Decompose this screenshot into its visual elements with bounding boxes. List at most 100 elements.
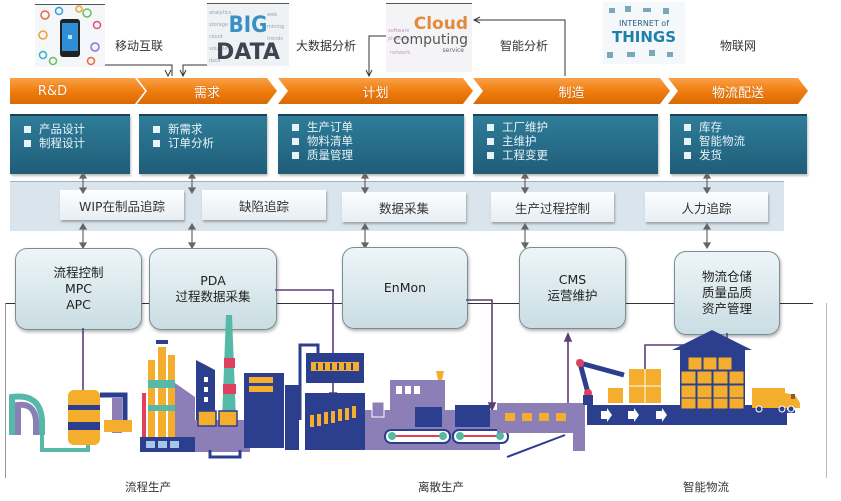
discrete-plant	[285, 343, 625, 458]
layer-connectors	[78, 171, 712, 250]
bullet-icon	[487, 137, 494, 145]
connector-mobile	[105, 64, 173, 76]
bullet-icon	[292, 151, 299, 159]
arrow-head-icon	[472, 16, 481, 24]
list-item: 库存	[684, 120, 807, 134]
svg-text:volume: volume	[209, 46, 228, 52]
frame-right-line	[826, 303, 827, 478]
detail-box-demand: 新需求 订单分析	[139, 114, 267, 174]
list-item: 订单分析	[153, 136, 267, 150]
tech-connectors	[105, 16, 566, 78]
process-plant	[9, 315, 284, 459]
svg-text:network: network	[390, 50, 410, 56]
svg-text:computing: computing	[393, 32, 468, 48]
double-arrow-icon	[360, 222, 370, 250]
big-data-image: analytics storage cloud volume data web mini…	[207, 3, 289, 66]
warehouse-roof	[672, 330, 752, 350]
arrow-head-icon	[563, 331, 573, 342]
chevron-shape	[473, 78, 670, 104]
arrow-head-icon	[164, 69, 172, 78]
svg-text:analytics: analytics	[209, 10, 232, 16]
internet-of-things-icon: INTERNET of THINGS	[607, 6, 676, 58]
connector-manufacturing-to-cloud	[474, 19, 566, 76]
bullet-icon	[153, 139, 160, 147]
mes-wip-tracking: WIP在制品追踪	[60, 190, 184, 220]
arrow-right-icon	[601, 408, 667, 422]
stage-manufacturing: 制造	[473, 78, 670, 104]
chevron-shape	[278, 78, 473, 104]
svg-text:web: web	[267, 12, 277, 18]
reactor-tank	[68, 390, 100, 445]
svg-text:BIG: BIG	[229, 13, 268, 38]
bullet-icon	[24, 125, 31, 133]
arrow-head-icon	[179, 69, 187, 78]
bullet-icon	[684, 151, 691, 159]
arrow-head-icon	[487, 402, 497, 413]
section-label-logistics: 智能物流	[683, 480, 729, 494]
tech-label-mobile: 移动互联	[115, 39, 164, 53]
svg-text:platform: platform	[388, 36, 409, 42]
bullet-icon	[684, 123, 691, 131]
factory-illustration	[9, 289, 800, 459]
bullet-icon	[153, 125, 160, 133]
list-item: 生产订单	[292, 120, 464, 134]
svg-text:cloud: cloud	[209, 34, 223, 40]
chevron-shape	[137, 78, 277, 104]
big-data-wordcloud-icon: analytics storage cloud volume data web mini…	[209, 10, 284, 65]
conveyor-platform	[587, 405, 787, 425]
control-box-pda: PDA 过程数据采集	[149, 248, 277, 330]
list-item: 制程设计	[24, 136, 130, 150]
svg-text:software: software	[388, 28, 409, 34]
svg-text:data: data	[209, 58, 220, 64]
mobile-phone-apps-icon	[38, 5, 102, 66]
chevron-shape	[10, 78, 145, 104]
bullet-icon	[487, 151, 494, 159]
mes-process-control: 生产过程控制	[491, 192, 614, 222]
bullet-icon	[292, 123, 299, 131]
stage-rd: R&D	[10, 78, 145, 104]
double-arrow-icon	[702, 222, 712, 250]
chevron-shape	[668, 78, 808, 104]
connector-enmon	[466, 299, 493, 410]
conveyor-belt	[384, 429, 509, 444]
mes-defect-tracking: 缺陷追踪	[202, 190, 326, 220]
bullet-icon	[487, 123, 494, 131]
stage-label: 物流配送	[711, 85, 764, 101]
detail-box-logistics: 库存 智能物流 发货	[670, 114, 807, 174]
stage-label: 制造	[558, 85, 585, 101]
stage-logistics: 物流配送	[668, 78, 808, 104]
connector-bigdata	[182, 64, 207, 76]
bullet-icon	[684, 137, 691, 145]
logistics-area	[587, 330, 800, 425]
svg-text:storage: storage	[209, 22, 228, 28]
section-label-discrete: 离散生产	[418, 480, 464, 494]
list-item: 物料清单	[292, 134, 464, 148]
svg-text:INTERNET of: INTERNET of	[619, 19, 669, 28]
svg-text:mining: mining	[267, 24, 284, 30]
mobile-internet-image	[35, 4, 105, 67]
double-arrow-icon	[78, 171, 88, 195]
detail-box-manufacturing: 工厂维护 主维护 工程变更	[473, 114, 658, 174]
double-arrow-icon	[360, 171, 370, 195]
list-item: 智能物流	[684, 134, 807, 148]
mes-data-collection: 数据采集	[342, 192, 466, 222]
control-box-logistics: 物流仓储 质量品质 资产管理	[674, 251, 780, 335]
mes-labor-tracking: 人力追踪	[645, 192, 768, 222]
iot-image: INTERNET of THINGS	[603, 2, 685, 64]
svg-text:trends: trends	[267, 36, 283, 42]
frame-left-line	[5, 303, 6, 478]
double-arrow-icon	[520, 171, 530, 195]
stage-planning: 计划	[278, 78, 473, 104]
double-arrow-icon	[78, 222, 88, 250]
double-arrow-icon	[520, 222, 530, 250]
list-item: 产品设计	[24, 122, 130, 136]
svg-text:THINGS: THINGS	[612, 28, 676, 46]
delivery-truck	[752, 388, 800, 413]
list-item: 发货	[684, 148, 807, 162]
list-item: 质量管理	[292, 148, 464, 162]
svg-text:DATA: DATA	[216, 40, 280, 65]
arrow-head-icon	[365, 69, 373, 78]
bullet-icon	[24, 139, 31, 147]
list-item: 工程变更	[487, 148, 658, 162]
